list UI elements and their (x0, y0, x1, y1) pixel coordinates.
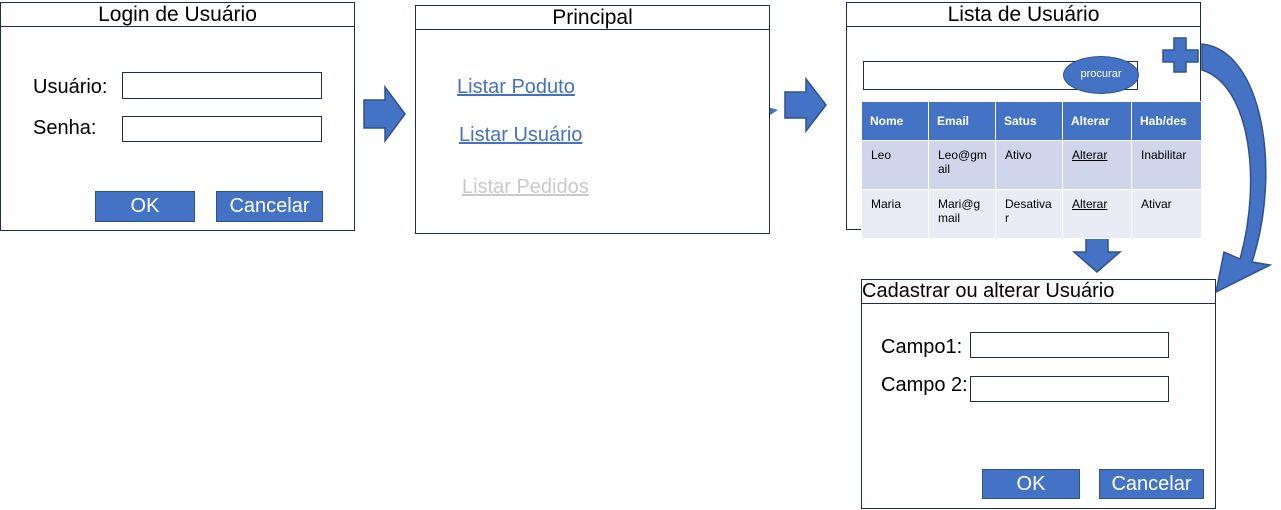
login-window: Login de Usuário Usuário: Senha: OK Canc… (0, 2, 355, 231)
cell-status: Ativo (995, 140, 1063, 190)
table-row: Leo Leo@gmail Ativo Alterar Inabilitar (861, 140, 1202, 190)
cell-status: Desativar (995, 189, 1063, 239)
alterar-link[interactable]: Alterar (1062, 189, 1132, 239)
add-user-plus-icon[interactable] (1162, 37, 1199, 73)
search-button[interactable]: procurar (1063, 56, 1139, 94)
cell-email: Leo@gmail (928, 140, 996, 190)
connector-arrowhead (768, 107, 778, 115)
cell-email: Mari@gmail (928, 189, 996, 239)
cell-nome: Leo (861, 140, 929, 190)
cadastro-window-title: Cadastrar ou alterar Usuário (862, 280, 1215, 304)
flow-arrow-lista-to-cadastro (1071, 233, 1123, 273)
toggle-action[interactable]: Ativar (1131, 189, 1202, 239)
cadastro-ok-button[interactable]: OK (982, 469, 1080, 499)
login-window-title: Login de Usuário (1, 3, 354, 27)
link-listar-usuario[interactable]: Listar Usuário (459, 124, 583, 146)
toggle-action[interactable]: Inabilitar (1131, 140, 1202, 190)
alterar-link[interactable]: Alterar (1062, 140, 1132, 190)
username-field[interactable] (122, 72, 322, 99)
cadastro-window: Cadastrar ou alterar Usuário Campo1: Cam… (861, 279, 1216, 509)
login-ok-button[interactable]: OK (95, 191, 195, 222)
column-header-status: Satus (995, 101, 1063, 141)
cadastro-cancel-button[interactable]: Cancelar (1099, 469, 1204, 499)
table-header-row: Nome Email Satus Alterar Hab/des (861, 101, 1202, 141)
cell-nome: Maria (861, 189, 929, 239)
principal-window-title: Principal (416, 6, 769, 30)
username-label: Usuário: (33, 76, 108, 98)
campo1-label: Campo1: (881, 336, 963, 358)
principal-window: Principal Listar Poduto Listar Usuário L… (415, 5, 770, 234)
password-label: Senha: (33, 117, 97, 139)
link-listar-produto[interactable]: Listar Poduto (457, 76, 575, 98)
flow-arrow-login-to-principal (363, 84, 406, 144)
table-row: Maria Mari@gmail Desativar Alterar Ativa… (861, 189, 1202, 239)
campo2-label: Campo 2: (881, 374, 968, 396)
lista-usuario-window: Lista de Usuário procurar Nome Email Sat… (846, 2, 1202, 239)
column-header-nome: Nome (861, 101, 929, 141)
column-header-email: Email (928, 101, 996, 141)
password-field[interactable] (122, 116, 322, 142)
flow-curved-arrow-add-to-cadastro (1201, 43, 1273, 294)
lista-window-title: Lista de Usuário (847, 3, 1200, 27)
campo2-field[interactable] (970, 376, 1169, 402)
link-listar-pedidos: Listar Pedidos (462, 176, 589, 198)
campo1-field[interactable] (970, 332, 1169, 358)
column-header-habdes: Hab/des (1131, 101, 1202, 141)
flow-arrow-principal-to-lista (784, 76, 827, 134)
login-cancel-button[interactable]: Cancelar (216, 191, 323, 222)
column-header-alterar: Alterar (1062, 101, 1132, 141)
user-table: Nome Email Satus Alterar Hab/des Leo Leo… (861, 101, 1202, 239)
